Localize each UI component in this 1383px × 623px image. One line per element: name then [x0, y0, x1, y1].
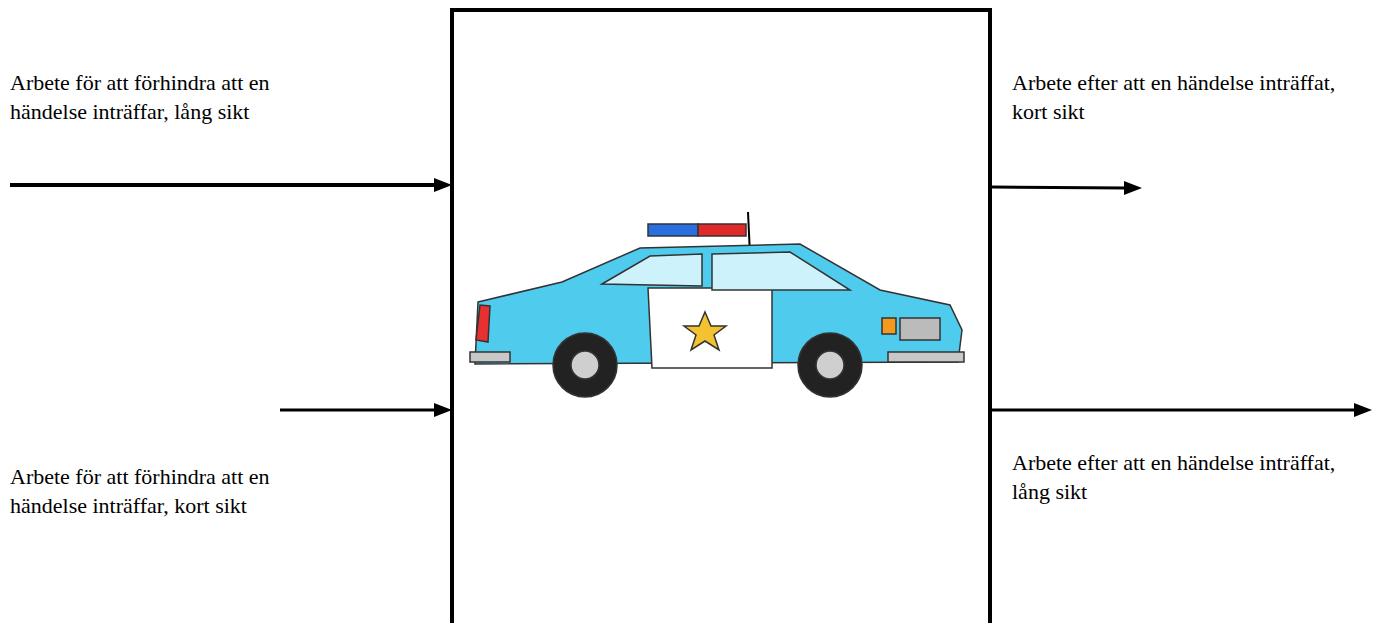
central-box — [452, 10, 990, 623]
arrow-label: Arbete för att förhindra att en händelse… — [10, 68, 345, 126]
arrow-label: Arbete efter att en händelse inträffat, … — [1012, 68, 1357, 126]
arrow-label: Arbete för att förhindra att en händelse… — [10, 462, 345, 520]
police-car — [470, 212, 964, 397]
arrow-label: Arbete efter att en händelse inträffat, … — [1012, 448, 1357, 506]
arrows — [10, 178, 1372, 417]
